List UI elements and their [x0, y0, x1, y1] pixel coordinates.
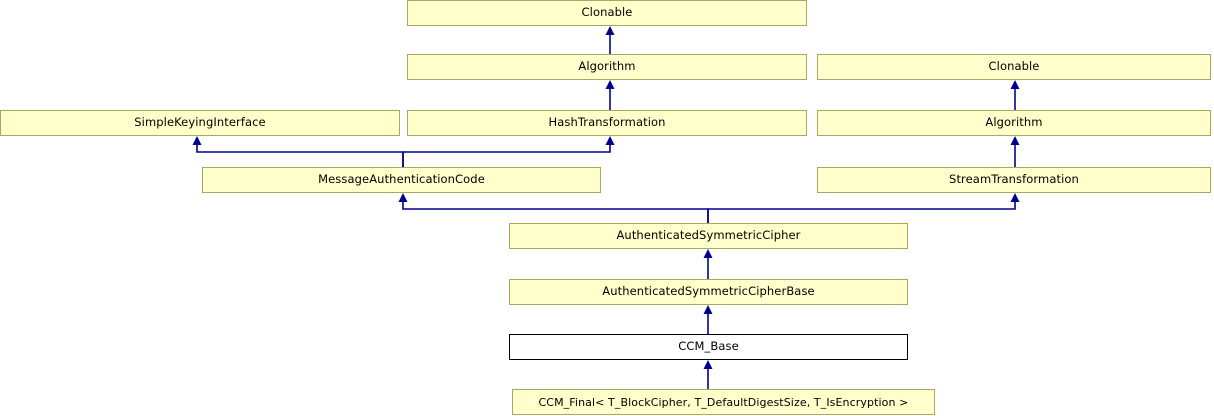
class-node-ccm-base-current[interactable]: CCM_Base: [509, 334, 908, 360]
class-node-authenticatedsymmetriccipherbase[interactable]: AuthenticatedSymmetricCipherBase: [509, 279, 908, 305]
class-node-clonable-top[interactable]: Clonable: [407, 0, 807, 26]
class-node-label: AuthenticatedSymmetricCipherBase: [602, 284, 815, 299]
edge-mac-to-simplekeyinginterface: [196, 141, 404, 167]
class-node-label: MessageAuthenticationCode: [318, 172, 485, 187]
arrowhead-icon: [703, 360, 713, 369]
class-node-label: Algorithm: [578, 59, 636, 74]
class-node-authenticatedsymmetriccipher[interactable]: AuthenticatedSymmetricCipher: [509, 223, 908, 249]
edge-asc-to-mac: [402, 198, 709, 223]
arrowhead-icon: [1010, 136, 1020, 145]
class-node-label: SimpleKeyingInterface: [134, 115, 266, 130]
class-node-algorithm-right[interactable]: Algorithm: [817, 110, 1211, 136]
class-node-streamtransformation[interactable]: StreamTransformation: [817, 167, 1211, 193]
class-node-label: CCM_Base: [678, 339, 739, 354]
class-node-label: HashTransformation: [548, 115, 666, 130]
class-node-clonable-right[interactable]: Clonable: [817, 54, 1211, 80]
arrowhead-icon: [703, 249, 713, 258]
class-node-label: CCM_Final< T_BlockCipher, T_DefaultDiges…: [538, 395, 909, 409]
edge-asc-to-streamtransformation: [707, 198, 1016, 223]
arrowhead-icon: [605, 80, 615, 89]
arrowhead-icon: [398, 193, 408, 202]
class-node-messageauthenticationcode[interactable]: MessageAuthenticationCode: [202, 167, 601, 193]
class-node-algorithm-middle[interactable]: Algorithm: [407, 54, 807, 80]
class-node-label: AuthenticatedSymmetricCipher: [616, 228, 801, 243]
arrowhead-icon: [605, 26, 615, 35]
class-node-label: Clonable: [988, 59, 1040, 74]
arrowhead-icon: [605, 136, 615, 145]
class-node-simplekeyinginterface[interactable]: SimpleKeyingInterface: [0, 110, 400, 136]
arrowhead-icon: [703, 305, 713, 314]
class-node-label: StreamTransformation: [949, 172, 1079, 187]
class-node-ccm-final[interactable]: CCM_Final< T_BlockCipher, T_DefaultDiges…: [512, 389, 935, 415]
class-node-hashtransformation[interactable]: HashTransformation: [407, 110, 807, 136]
arrowhead-icon: [1010, 193, 1020, 202]
arrowhead-icon: [1010, 80, 1020, 89]
class-node-label: Clonable: [581, 5, 633, 20]
class-node-label: Algorithm: [985, 115, 1043, 130]
arrowhead-icon: [192, 136, 202, 145]
edge-mac-to-hashtransformation: [402, 141, 611, 167]
